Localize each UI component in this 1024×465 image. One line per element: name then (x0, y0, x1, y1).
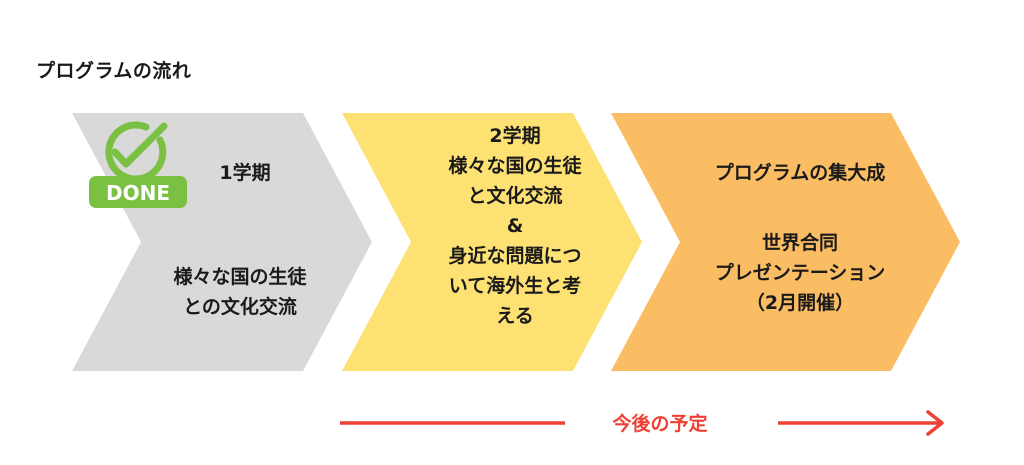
done-badge: DONE (89, 121, 187, 208)
step-2-line: 様々な国の生徒 (448, 155, 582, 177)
future-plan-label: 今後の予定 (612, 413, 708, 435)
step-3-body: 世界合同 プレゼンテーション （2月開催） (660, 228, 940, 318)
step-1-heading: 1学期 (219, 162, 271, 184)
step-3-body-line: （2月開催） (745, 292, 855, 314)
step-2-line: & (506, 215, 524, 237)
chevron-step-2 (342, 113, 642, 371)
step-1-body: 様々な国の生徒 との文化交流 (130, 262, 350, 322)
chevron-step-3 (611, 113, 960, 371)
step-3-body-line: 世界合同 (761, 232, 838, 254)
step-2-line: える (496, 305, 534, 327)
check-circle-icon (105, 121, 167, 183)
step-1-body-line: 様々な国の生徒 (173, 266, 307, 288)
page-title: プログラムの流れ (36, 60, 192, 82)
step-2-heading: 2学期 (489, 125, 541, 147)
step-3-heading: プログラムの集大成 (714, 162, 886, 184)
check-mark-icon (111, 122, 168, 168)
step-1-body-line: との文化交流 (183, 296, 297, 318)
step-3-body-line: プレゼンテーション (714, 262, 886, 284)
step-2-line: と文化交流 (467, 185, 563, 207)
step-2-line: 身近な問題につ (448, 245, 582, 267)
done-label: DONE (106, 181, 170, 205)
future-arrowhead (926, 410, 944, 436)
step-2-text: 2学期 様々な国の生徒 と文化交流 & 身近な問題につ いて海外生と考 える (395, 121, 635, 331)
step-2-line: いて海外生と考 (448, 275, 582, 297)
